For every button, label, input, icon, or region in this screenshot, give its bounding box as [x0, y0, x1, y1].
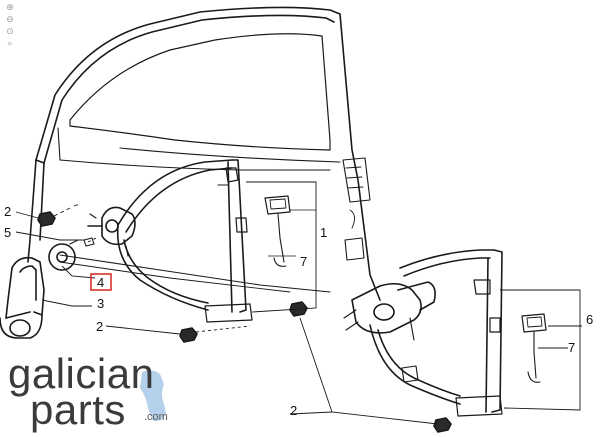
nut-right-bottom — [433, 417, 452, 433]
watermark-logo: galician parts .com — [8, 350, 168, 433]
logo-suffix: .com — [144, 411, 168, 423]
escutcheon-washer — [48, 237, 95, 271]
leader-lines — [15, 181, 582, 425]
nut-left-top — [37, 211, 56, 227]
connector-right — [521, 313, 547, 383]
callout-labels: 1 2 3 4 5 2 7 6 7 2 — [4, 204, 593, 418]
logo-word-parts: parts — [30, 386, 126, 433]
callout-4[interactable]: 4 — [97, 275, 104, 290]
callout-1[interactable]: 1 — [320, 225, 327, 240]
zoom-toolbar: ⊕ ⊖ ⊙ ⌕ — [3, 3, 19, 49]
connector-left — [264, 195, 291, 267]
callout-3[interactable]: 3 — [97, 296, 104, 311]
search-icon[interactable]: ⌕ — [7, 39, 13, 49]
callout-2-lower[interactable]: 2 — [96, 319, 103, 334]
door-frame — [27, 6, 381, 301]
zoom-out-icon[interactable]: ⊖ — [6, 15, 14, 25]
right-regulator — [343, 249, 503, 417]
callout-7-right[interactable]: 7 — [568, 340, 575, 355]
logo-word-galician: galician — [8, 350, 154, 397]
highlight-box-part-4 — [90, 273, 112, 291]
left-regulator — [87, 159, 253, 323]
callout-2-left[interactable]: 2 — [4, 204, 11, 219]
nut-left-bottom — [179, 327, 198, 343]
window-crank — [0, 256, 45, 339]
zoom-reset-icon[interactable]: ⊙ — [6, 27, 14, 37]
callout-5[interactable]: 5 — [4, 225, 11, 240]
zoom-in-icon[interactable]: ⊕ — [6, 3, 14, 13]
callout-7-left[interactable]: 7 — [300, 254, 307, 269]
callout-2-bottom[interactable]: 2 — [290, 403, 297, 418]
callout-6[interactable]: 6 — [586, 312, 593, 327]
map-shape-icon — [140, 370, 166, 422]
